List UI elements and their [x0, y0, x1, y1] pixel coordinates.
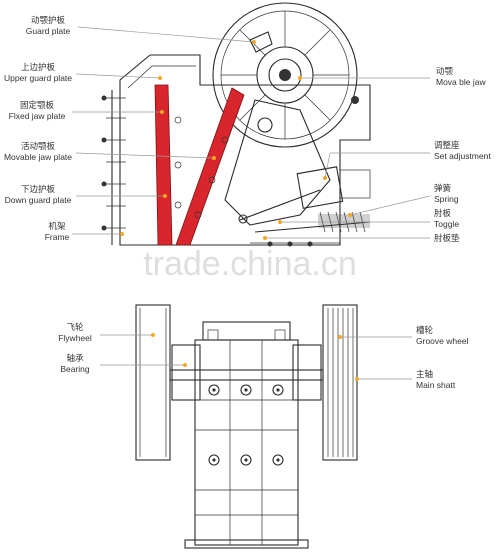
watermark: trade.china.cn — [143, 245, 357, 283]
pitman-body — [224, 99, 331, 226]
label-fixed-jaw-plate-en: Flxed jaw plate — [9, 111, 66, 121]
label-down-guard-plate-cn: 下边护板 — [21, 184, 56, 195]
label-fixed-jaw-plate-cn: 固定颚板 — [20, 100, 55, 111]
label-toggle-en: Toggle — [434, 219, 459, 229]
label-upper-guard-plate-en: Upper guard plate — [4, 73, 72, 83]
label-main-shaft-en: Main shatt — [416, 380, 456, 390]
label-bearing-cn: 轴承 — [66, 353, 84, 364]
label-bearing-en: Bearing — [60, 364, 90, 374]
label-main-shaft-cn: 主轴 — [416, 369, 433, 380]
label-down-guard-plate-en: Down guard plate — [5, 195, 72, 205]
frame-outline — [119, 54, 371, 246]
label-frame-cn: 机架 — [48, 221, 66, 232]
label-groove-wheel-en: Groove wheel — [416, 336, 469, 346]
label-flywheel-en: Flywheel — [58, 333, 92, 343]
fixed-jaw-plate — [154, 84, 173, 246]
groove-wheel-front — [322, 304, 358, 461]
flywheel-side — [212, 2, 358, 148]
label-frame-en: Frame — [45, 232, 70, 242]
callouts-left-top: 动颚护板 Guard plate 上边护板 Upper guard plate … — [4, 15, 256, 242]
label-set-adjustment-en: Set adjustment — [434, 151, 491, 161]
label-flywheel-cn: 飞轮 — [66, 322, 84, 333]
label-upper-guard-plate-cn: 上边护板 — [21, 62, 56, 73]
jaw-bolts — [174, 116, 229, 219]
label-guard-plate-en: Guard plate — [26, 26, 71, 36]
label-movable-jaw-cn: 动颚 — [436, 66, 454, 77]
movable-jaw-plate — [175, 87, 245, 246]
label-spring-cn: 弹簧 — [434, 183, 452, 194]
side-section-view — [101, 2, 371, 247]
label-spring-en: Spring — [434, 194, 459, 204]
frame-front — [194, 339, 299, 546]
front-bolts — [208, 384, 284, 466]
label-movable-jaw-en: Mova ble jaw — [436, 77, 486, 87]
label-toggle-cn: 肘板 — [434, 208, 452, 219]
guard-plate-part — [249, 31, 273, 53]
label-movable-jaw-plate-en: Movable jaw plate — [4, 152, 72, 162]
frame-top — [202, 321, 291, 341]
bearing-right — [292, 344, 322, 401]
label-guard-plate-cn: 动颚护板 — [31, 15, 66, 26]
label-movable-jaw-plate-cn: 活动颚板 — [21, 141, 56, 152]
frame-base — [184, 539, 309, 549]
side-bolt — [351, 96, 359, 104]
label-groove-wheel-cn: 槽轮 — [416, 325, 434, 336]
frame-inner-edge — [127, 65, 196, 89]
label-toggle-pad-cn: 肘板垫 — [434, 233, 460, 244]
left-flange — [101, 90, 126, 245]
bottom-bolts — [250, 241, 340, 247]
bearing-left — [171, 344, 201, 401]
flywheel-front — [135, 304, 171, 461]
callouts-bottom: 飞轮 Flywheel 轴承 Bearing 槽轮 Groove wheel 主… — [58, 322, 468, 390]
front-view — [135, 304, 358, 549]
label-set-adjustment-cn: 调整座 — [434, 140, 460, 151]
pitman-bolt — [257, 117, 273, 133]
main-shaft — [169, 369, 324, 381]
callouts-right-top: 动颚 Mova ble jaw 调整座 Set adjustment 弹簧 Sp… — [263, 66, 491, 244]
